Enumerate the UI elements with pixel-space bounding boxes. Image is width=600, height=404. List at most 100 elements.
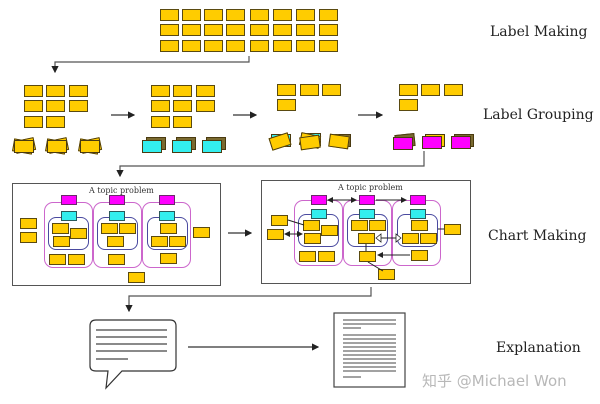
label-card [411, 250, 428, 261]
label-card [421, 84, 440, 96]
stage-label-explanation: Explanation [496, 340, 581, 356]
label-card [296, 40, 315, 52]
label-card [296, 24, 315, 36]
label-card [277, 99, 296, 111]
label-card [273, 40, 292, 52]
label-card [319, 40, 338, 52]
label-card [273, 24, 292, 36]
label-stack [78, 137, 103, 155]
magenta-header [410, 195, 426, 205]
label-card [204, 9, 223, 21]
label-card [46, 85, 65, 97]
chart-title: A topic problem [89, 186, 154, 195]
label-card [226, 9, 245, 21]
label-card [399, 84, 418, 96]
label-card [24, 116, 43, 128]
stage-label-label-making: Label Making [490, 24, 588, 40]
label-card [182, 40, 201, 52]
label-card [47, 140, 67, 153]
label-card [319, 24, 338, 36]
label-card [160, 9, 179, 21]
label-card [296, 9, 315, 21]
label-card [151, 236, 168, 247]
label-card [411, 220, 428, 231]
label-card [328, 133, 350, 150]
mixed-stack [268, 132, 292, 151]
label-card [160, 24, 179, 36]
label-card [250, 40, 269, 52]
label-card [204, 40, 223, 52]
label-card [151, 85, 170, 97]
label-card [151, 100, 170, 112]
label-card [226, 40, 245, 52]
label-card [101, 223, 118, 234]
cyan-header [359, 209, 375, 219]
label-card [46, 100, 65, 112]
label-card [80, 140, 100, 153]
label-card [402, 233, 419, 244]
label-card [173, 116, 192, 128]
magenta-header [61, 195, 77, 205]
label-card [271, 215, 288, 226]
label-card [173, 100, 192, 112]
label-card [393, 137, 413, 150]
label-card [49, 254, 66, 265]
chart-title: A topic problem [338, 183, 403, 192]
cyan-stack [142, 137, 166, 153]
label-card [193, 227, 210, 238]
label-card [160, 223, 177, 234]
label-card [169, 236, 186, 247]
label-card [196, 85, 215, 97]
mixed-stack [298, 132, 322, 151]
label-card [24, 85, 43, 97]
cyan-stack [172, 137, 196, 153]
label-card [226, 24, 245, 36]
magenta-header [109, 195, 125, 205]
label-card [273, 9, 292, 21]
label-card [108, 254, 125, 265]
label-card [250, 9, 269, 21]
label-card [151, 116, 170, 128]
stage-label-label-grouping: Label Grouping [483, 107, 594, 123]
label-card [160, 40, 179, 52]
label-card [369, 220, 386, 231]
label-card [160, 253, 177, 264]
label-card [69, 100, 88, 112]
cyan-stack [202, 137, 226, 153]
label-card [173, 85, 192, 97]
label-card [14, 140, 34, 153]
label-card [172, 140, 192, 153]
label-card [68, 254, 85, 265]
label-card [378, 269, 395, 280]
cyan-header [311, 209, 327, 219]
label-card [182, 9, 201, 21]
label-card [319, 9, 338, 21]
magenta-stack [392, 132, 416, 150]
label-card [304, 233, 321, 244]
label-card [321, 225, 338, 236]
label-card [444, 224, 461, 235]
label-card [444, 84, 463, 96]
label-card [53, 236, 70, 247]
label-card [303, 220, 320, 231]
cyan-header [410, 209, 426, 219]
label-card [300, 84, 319, 96]
label-card [451, 136, 471, 149]
label-card [46, 116, 65, 128]
magenta-stack [422, 134, 446, 150]
label-card [182, 24, 201, 36]
label-stack [45, 137, 70, 155]
label-card [24, 100, 43, 112]
label-card [52, 223, 69, 234]
label-card [107, 236, 124, 247]
label-card [277, 84, 296, 96]
label-card [196, 100, 215, 112]
label-card [128, 272, 145, 283]
label-card [267, 229, 284, 240]
label-card [142, 140, 162, 153]
label-card [69, 85, 88, 97]
cyan-header [109, 211, 125, 221]
label-card [318, 251, 335, 262]
label-card [250, 24, 269, 36]
magenta-stack [451, 134, 475, 150]
